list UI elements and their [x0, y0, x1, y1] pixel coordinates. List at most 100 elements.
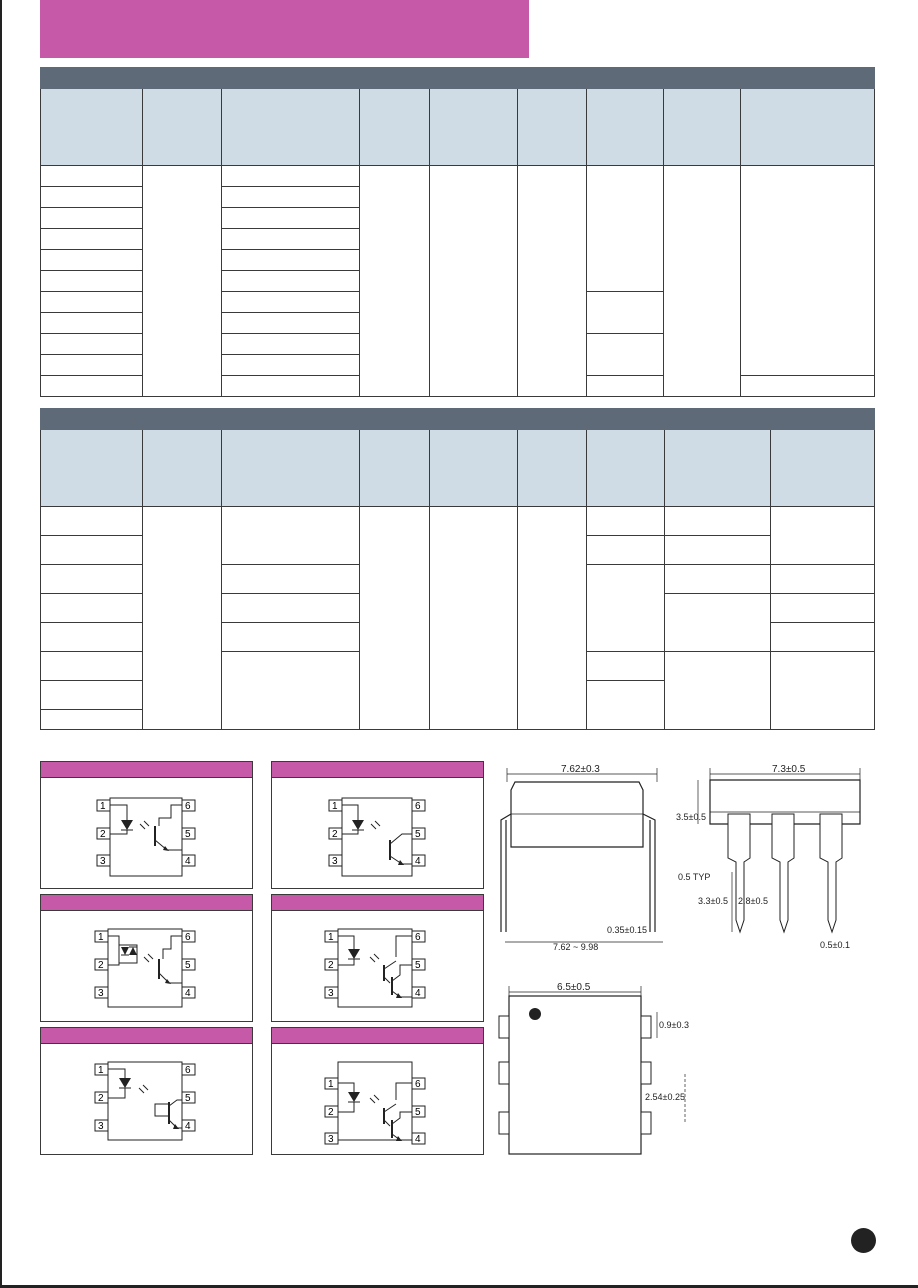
svg-text:6: 6 [415, 801, 421, 812]
svg-text:3: 3 [100, 856, 106, 867]
table-1-header-cell [517, 88, 587, 166]
svg-text:6: 6 [415, 1079, 421, 1090]
table-2-row [40, 535, 875, 565]
table-1-header-cell [40, 88, 143, 166]
table-2-row [40, 506, 876, 730]
svg-text:5: 5 [185, 960, 191, 971]
svg-text:1: 1 [328, 1079, 334, 1090]
table-2-row [40, 709, 875, 730]
svg-text:0.5 TYP: 0.5 TYP [678, 872, 710, 882]
svg-text:4: 4 [185, 856, 191, 867]
table-1-header-cell [429, 88, 518, 166]
circuit-card-ac-input: 1 2 3 6 5 4 [40, 894, 253, 1022]
table-2-header-cell [517, 429, 587, 507]
table-1-header-cell [586, 88, 664, 166]
table-1-header-cell [663, 88, 741, 166]
table-1-row [40, 186, 875, 208]
page-left-border [0, 0, 2, 1288]
page-number-badge [851, 1228, 876, 1253]
svg-text:5: 5 [185, 829, 191, 840]
circuit-card-darlington-no-base: 1 2 3 6 5 4 [271, 1027, 484, 1155]
svg-text:3.3±0.5: 3.3±0.5 [698, 896, 728, 906]
svg-text:5: 5 [415, 829, 421, 840]
svg-text:5: 5 [415, 1107, 421, 1118]
phototransistor-no-base-circuit-diagram: 1 2 3 6 5 4 [328, 797, 426, 877]
table-1-header-cell [739, 88, 876, 166]
spec-table-1 [39, 67, 876, 397]
svg-text:3.5±0.5: 3.5±0.5 [676, 812, 706, 822]
svg-text:4: 4 [185, 988, 191, 999]
table-1-header-cell [142, 88, 222, 166]
transistor-output-circuit-diagram: 1 2 3 6 5 4 [94, 1061, 196, 1141]
svg-text:5: 5 [415, 960, 421, 971]
ac-input-circuit-diagram: 1 2 3 6 5 4 [94, 928, 196, 1008]
table-1-row [40, 375, 876, 397]
table-2-header-cell [769, 429, 876, 507]
front-view-dimension-drawing: 7.62±0.3 0.35±0.15 7.62 ~ 9.98 [500, 764, 663, 952]
circuit-card-title-bar [41, 895, 252, 911]
circuit-card-phototransistor-no-base: 1 2 3 6 5 4 [271, 761, 484, 889]
svg-text:2.8±0.5: 2.8±0.5 [738, 896, 768, 906]
table-2-row [40, 622, 876, 652]
top-view-dimension-drawing: 6.5±0.5 0.9±0.3 2.54±0.25 [498, 982, 689, 1155]
svg-text:3: 3 [332, 856, 338, 867]
table-1-header-cell [221, 88, 360, 166]
phototransistor-circuit-diagram: 1 2 3 6 5 4 [96, 797, 196, 877]
svg-text:6: 6 [185, 1065, 191, 1076]
svg-text:3: 3 [98, 988, 104, 999]
svg-text:1: 1 [98, 932, 104, 943]
circuit-card-transistor-output: 1 2 3 6 5 4 [40, 1027, 253, 1155]
side-view-dimension-drawing: 7.3±0.5 3.5±0.5 0.5 TYP 3.3±0.5 2.8±0.5 … [676, 764, 861, 950]
svg-text:6: 6 [415, 932, 421, 943]
svg-text:2: 2 [98, 1093, 104, 1104]
svg-text:6: 6 [185, 932, 191, 943]
table-1-header-cell [359, 88, 430, 166]
table-2-row [40, 680, 875, 730]
circuit-card-phototransistor: 1 2 3 6 5 4 [40, 761, 253, 889]
svg-text:5: 5 [185, 1093, 191, 1104]
circuit-card-title-bar [272, 895, 483, 911]
svg-text:6: 6 [185, 801, 191, 812]
spec-table-2 [39, 408, 876, 730]
darlington-circuit-diagram: 1 2 3 6 5 4 [324, 928, 426, 1008]
circuit-card-title-bar [272, 762, 483, 778]
circuit-card-darlington: 1 2 3 6 5 4 [271, 894, 484, 1022]
table-2-header-cell [664, 429, 771, 507]
svg-text:4: 4 [415, 856, 421, 867]
title-banner [40, 0, 529, 58]
svg-text:2: 2 [100, 829, 106, 840]
table-1-title-bar [39, 67, 876, 89]
svg-text:3: 3 [328, 988, 334, 999]
svg-text:1: 1 [98, 1065, 104, 1076]
svg-text:2: 2 [332, 829, 338, 840]
svg-text:7.62 ~ 9.98: 7.62 ~ 9.98 [553, 942, 598, 952]
svg-text:0.5±0.1: 0.5±0.1 [820, 940, 850, 950]
circuit-card-title-bar [41, 1028, 252, 1044]
table-1-row [40, 312, 875, 334]
table-1-row [40, 165, 876, 397]
svg-text:2: 2 [328, 1107, 334, 1118]
svg-text:2: 2 [328, 960, 334, 971]
darlington-no-base-circuit-diagram: 1 2 3 6 5 4 [324, 1061, 426, 1145]
svg-text:7.3±0.5: 7.3±0.5 [772, 764, 806, 775]
table-1-row [40, 249, 875, 271]
circuit-card-title-bar [272, 1028, 483, 1044]
svg-text:3: 3 [98, 1121, 104, 1132]
table-2-header-cell [359, 429, 430, 507]
table-2-header-cell [221, 429, 360, 507]
table-2-header-cell [429, 429, 518, 507]
svg-text:6.5±0.5: 6.5±0.5 [557, 982, 591, 993]
svg-text:1: 1 [332, 801, 338, 812]
table-1-row [40, 354, 875, 376]
svg-text:0.35±0.15: 0.35±0.15 [607, 925, 647, 935]
svg-text:4: 4 [185, 1121, 191, 1132]
table-2-title-bar [39, 408, 876, 430]
svg-text:4: 4 [415, 988, 421, 999]
table-1-row [40, 228, 875, 250]
table-2-header-cell [586, 429, 665, 507]
svg-text:7.62±0.3: 7.62±0.3 [561, 764, 600, 775]
table-2-header-cell [142, 429, 222, 507]
svg-text:1: 1 [328, 932, 334, 943]
svg-text:3: 3 [328, 1134, 334, 1145]
table-1-row [40, 291, 875, 334]
